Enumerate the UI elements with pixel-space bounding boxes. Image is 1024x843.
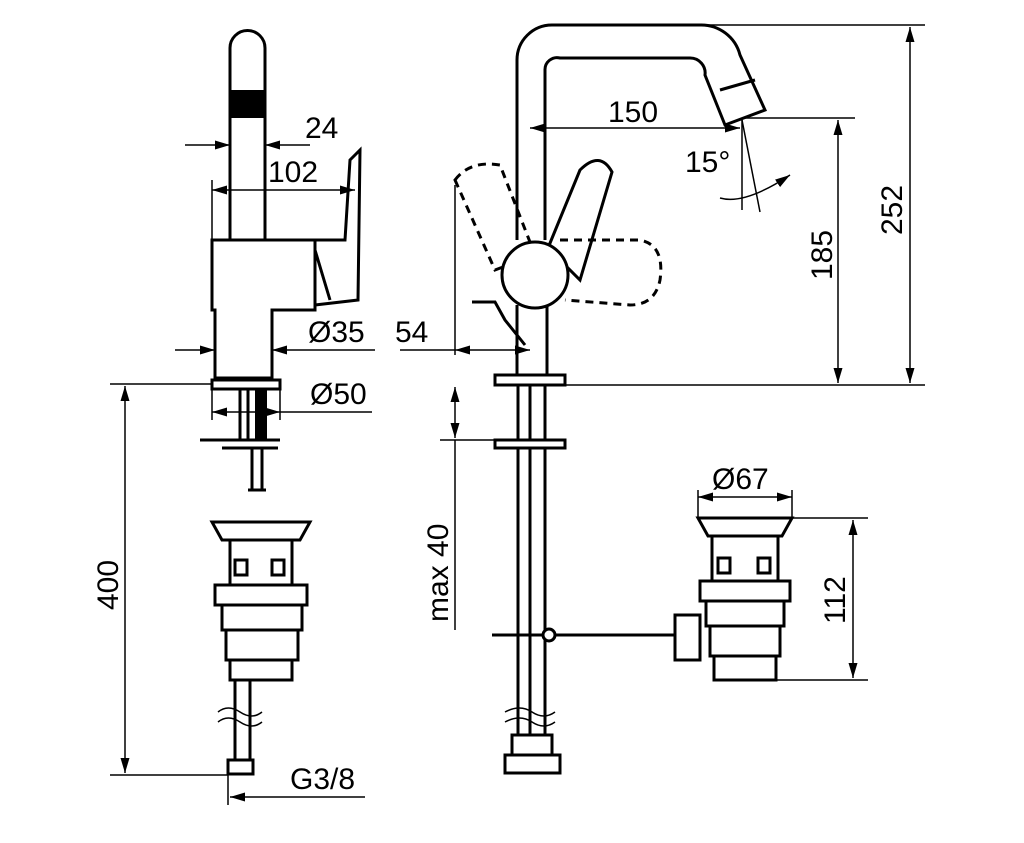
dim-thread: G3/8 — [290, 763, 355, 796]
dim-base-diameter: Ø50 — [310, 378, 367, 411]
dim-column-diameter: Ø35 — [308, 316, 365, 349]
dim-max-deck-thickness: max 40 — [422, 524, 455, 622]
dim-supply-length: 400 — [92, 560, 125, 610]
dim-swivel-angle: 15° — [685, 146, 730, 179]
dim-spout-width: 24 — [305, 112, 338, 145]
front-view-dimensions: 150 15° 185 252 54 max 40 Ø67 112 — [395, 24, 925, 681]
dim-projection-side: 102 — [268, 156, 318, 189]
dim-outlet-height: 185 — [806, 230, 839, 280]
side-view-dimensions: 24 102 Ø35 Ø50 400 G3/8 — [92, 112, 375, 805]
aerator — [230, 90, 265, 118]
dim-waste-height: 112 — [819, 576, 852, 624]
dim-spout-reach: 150 — [608, 96, 658, 129]
dim-waste-diameter: Ø67 — [712, 463, 769, 496]
dim-lever-offset: 54 — [395, 316, 428, 349]
front-view-faucet — [453, 23, 795, 775]
dim-total-height: 252 — [876, 185, 909, 235]
side-view-faucet — [200, 29, 362, 776]
